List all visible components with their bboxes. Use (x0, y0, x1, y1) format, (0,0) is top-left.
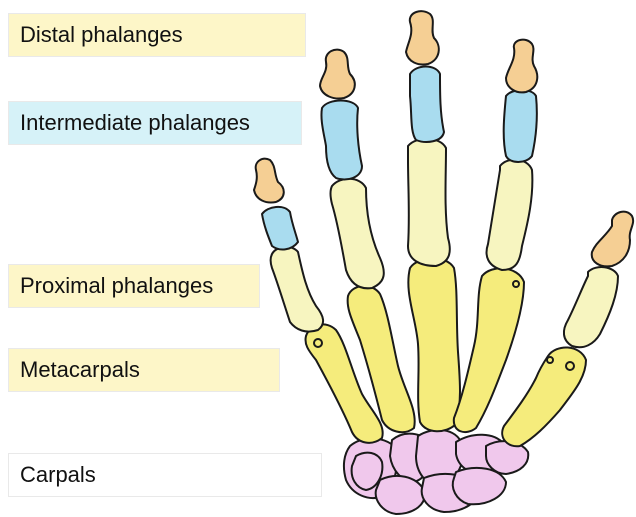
proximal-phalanx-bone (408, 139, 450, 266)
metacarpal-bone (502, 347, 586, 446)
intermediate-phalanx-bone (321, 101, 362, 180)
metacarpal-bone (454, 268, 524, 432)
distal-phalanx-bone (406, 11, 439, 64)
proximal-phalanx-bone (271, 247, 324, 332)
distal-phalanx-bone (254, 159, 284, 203)
intermediate-phalanx-bone (504, 90, 537, 162)
label-carpals: Carpals (8, 453, 322, 497)
distal-phalanx-bone (506, 40, 537, 93)
distal-phalanx-bone (320, 50, 355, 99)
label-proximal-phalanges: Proximal phalanges (8, 264, 260, 308)
carpal-bone (453, 468, 506, 504)
proximal-phalanx-bone (487, 160, 533, 270)
intermediate-phalanx-bone (410, 67, 444, 142)
carpal-bone (376, 476, 425, 514)
carpal-bone (486, 441, 528, 474)
intermediate-phalanx-bone (262, 207, 298, 250)
distal-phalanx-bone (592, 212, 633, 267)
proximal-phalanx-bone (564, 267, 618, 347)
label-metacarpals: Metacarpals (8, 348, 280, 392)
label-distal-phalanges: Distal phalanges (8, 13, 306, 57)
proximal-phalanx-bone (331, 179, 384, 289)
metacarpal-bone (408, 258, 460, 431)
metacarpal-bones (305, 258, 586, 446)
label-intermediate-phalanges: Intermediate phalanges (8, 101, 302, 145)
